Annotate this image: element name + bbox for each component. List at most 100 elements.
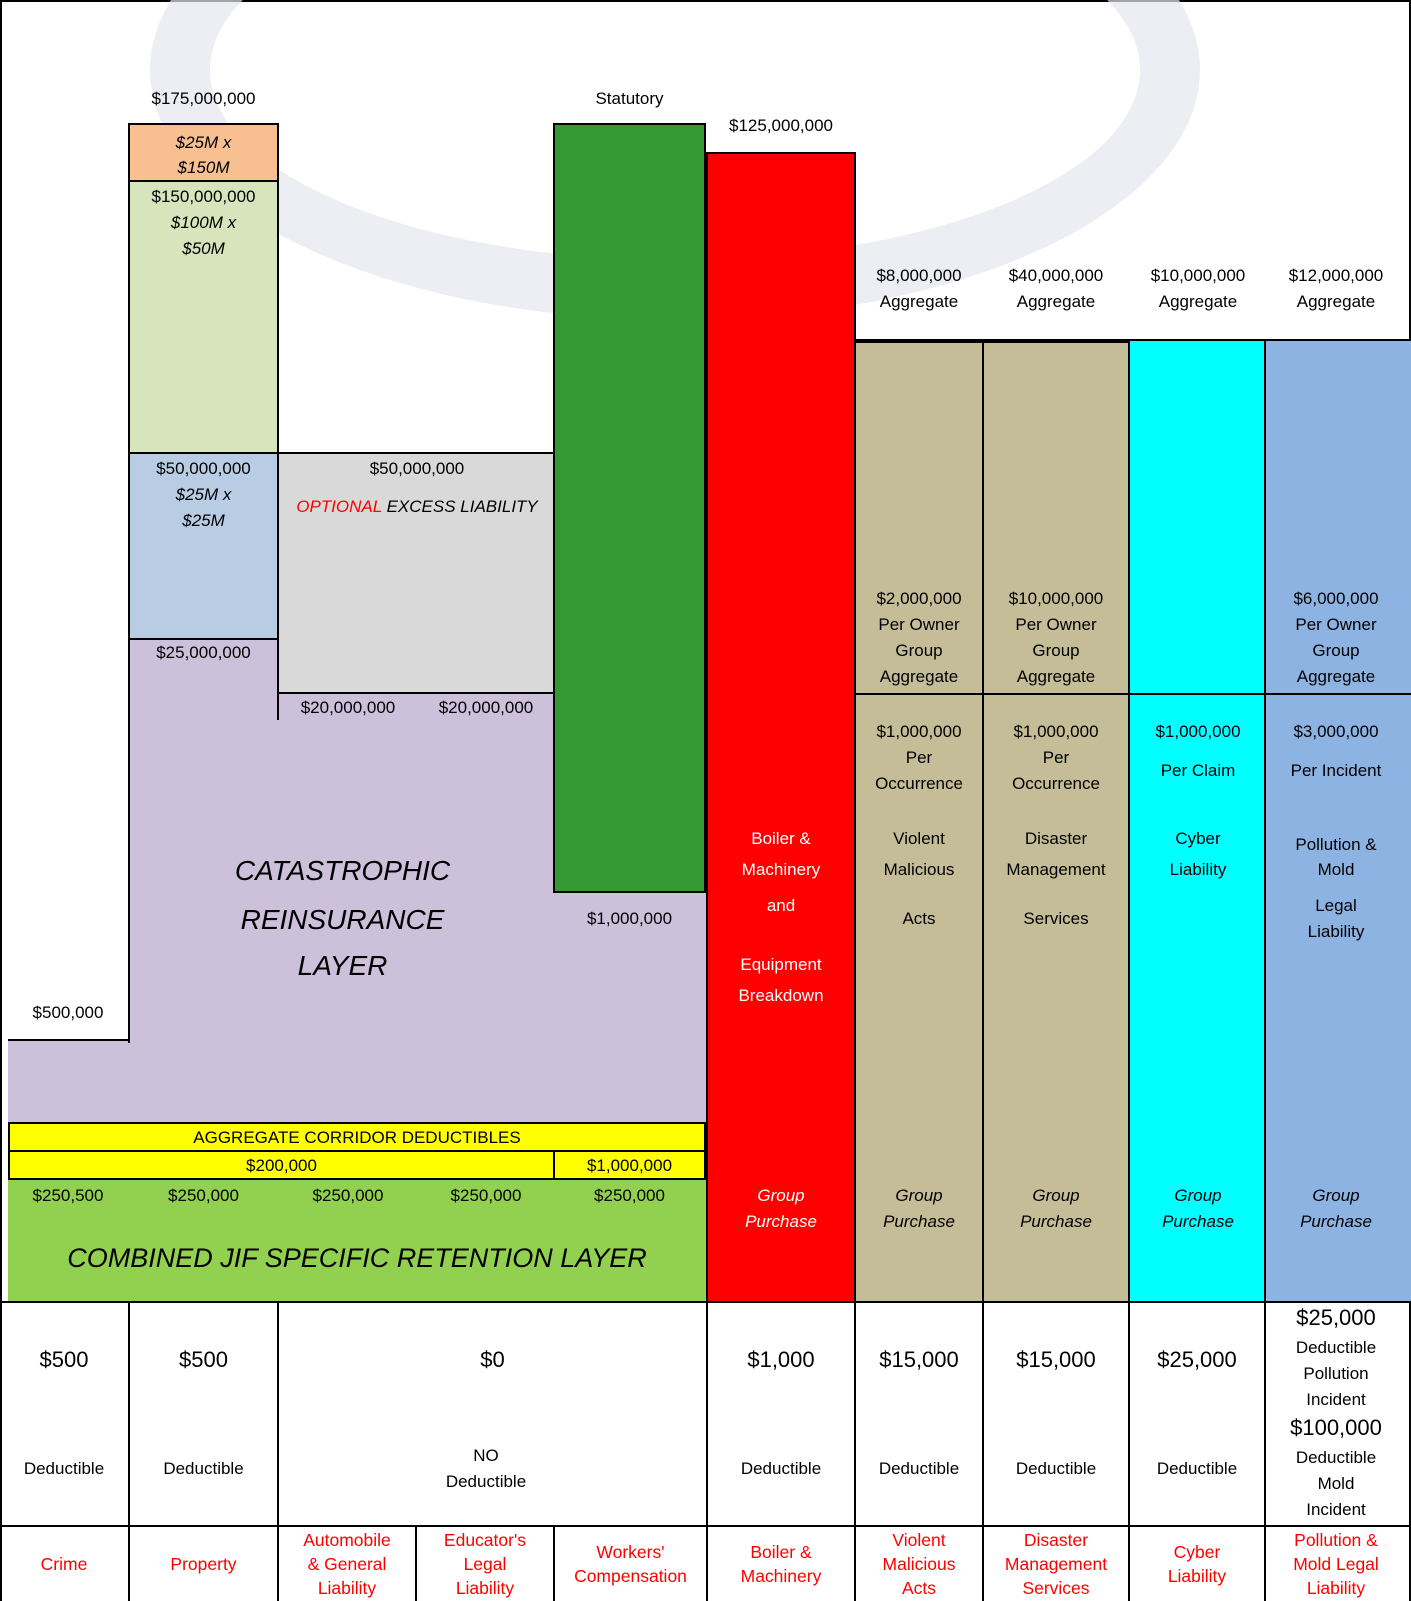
disaster-per-occ: Per bbox=[1042, 748, 1070, 767]
catastrophic-label: LAYER bbox=[297, 950, 388, 981]
disaster-group: Purchase bbox=[1020, 1212, 1092, 1231]
property-mid-layer-label: $50M bbox=[182, 239, 225, 258]
boiler-line: and bbox=[766, 896, 796, 915]
coverage-row-line bbox=[0, 1525, 1411, 1527]
violent-deductible: $15,000 bbox=[879, 1347, 959, 1372]
optional-label: OPTIONAL bbox=[296, 497, 382, 516]
retention-amount: $250,000 bbox=[168, 1186, 239, 1205]
boiler-group: Purchase bbox=[745, 1212, 817, 1231]
pollution-per-owner: Group bbox=[1312, 641, 1360, 660]
auto-attach-amount: $20,000,000 bbox=[300, 698, 396, 717]
cyber-left-line bbox=[1128, 341, 1130, 1303]
pollution-per-owner: Aggregate bbox=[1296, 667, 1376, 686]
col-divider bbox=[415, 1525, 417, 1601]
violent-per-owner: Aggregate bbox=[879, 667, 959, 686]
boiler-deductible-label: Deductible bbox=[740, 1459, 822, 1478]
mold-deductible-amount: $100,000 bbox=[1290, 1415, 1382, 1440]
property-mid-layer bbox=[128, 180, 279, 454]
violent-per-occ: Occurrence bbox=[875, 774, 963, 793]
cyber-per-claim: Per Claim bbox=[1160, 761, 1236, 780]
property-low-layer bbox=[128, 452, 279, 640]
col-divider bbox=[1264, 1301, 1266, 1601]
disaster-deductible-label: Deductible bbox=[1015, 1459, 1097, 1478]
pollution-name: Liability bbox=[1307, 922, 1365, 941]
violent-name: Violent bbox=[893, 829, 945, 848]
disaster-per-owner: Group bbox=[1032, 641, 1080, 660]
boiler-line: Machinery bbox=[741, 860, 821, 879]
cyber-deductible: $25,000 bbox=[1157, 1347, 1237, 1372]
disaster-per-occ: Occurrence bbox=[1012, 774, 1100, 793]
col-divider bbox=[854, 1301, 856, 1601]
crime-deductible-label: Deductible bbox=[23, 1459, 105, 1478]
retention-title: COMBINED JIF SPECIFIC RETENTION LAYER bbox=[67, 1243, 647, 1273]
boiler-column bbox=[706, 152, 856, 1303]
pollution-deductible-line: Deductible bbox=[1295, 1338, 1377, 1357]
violent-column bbox=[854, 341, 984, 1303]
coverage-boiler-machinery: Boiler &Machinery bbox=[740, 1542, 822, 1586]
violent-per-owner: Per Owner bbox=[878, 615, 960, 634]
violent-group: Purchase bbox=[883, 1212, 955, 1231]
disaster-per-occ: $1,000,000 bbox=[1013, 722, 1099, 741]
col-divider bbox=[128, 1301, 130, 1601]
no-deductible: NO bbox=[473, 1446, 499, 1465]
violent-name: Malicious bbox=[883, 860, 955, 879]
excess-label: OPTIONAL EXCESS LIABILITY bbox=[279, 494, 555, 520]
violent-group: Group bbox=[895, 1186, 943, 1205]
workers-comp-block bbox=[553, 123, 706, 893]
property-deductible-label: Deductible bbox=[163, 1459, 244, 1478]
disaster-deductible: $15,000 bbox=[1016, 1347, 1096, 1372]
boiler-group: Group bbox=[757, 1186, 805, 1205]
crime-top-cover bbox=[8, 636, 130, 1041]
statutory-label: Statutory bbox=[595, 89, 664, 108]
col-divider bbox=[1128, 1301, 1130, 1601]
excess-liability-label: EXCESS LIABILITY bbox=[381, 497, 538, 516]
property-mid-layer-label: $100M x bbox=[170, 213, 237, 232]
corridor-right-bar bbox=[553, 1150, 706, 1180]
property-deductible: $500 bbox=[179, 1347, 228, 1372]
property-top-layer-label: $25M x bbox=[175, 133, 232, 152]
violent-aggregate: $8,000,000 bbox=[876, 266, 962, 285]
property-base-amount: $25,000,000 bbox=[156, 643, 251, 662]
cyber-aggregate: $10,000,000 bbox=[1150, 266, 1246, 285]
property-low-layer-label: $25M bbox=[182, 511, 225, 530]
boiler-deductible: $1,000 bbox=[747, 1347, 815, 1372]
retention-amount: $250,000 bbox=[594, 1186, 665, 1205]
cyber-group: Purchase bbox=[1162, 1212, 1234, 1231]
mold-deductible-line: Deductible bbox=[1295, 1448, 1377, 1467]
pollution-per-owner: $6,000,000 bbox=[1293, 589, 1379, 608]
violent-per-owner: Group bbox=[895, 641, 943, 660]
disaster-name: Disaster bbox=[1024, 829, 1088, 848]
no-deductible: Deductible bbox=[445, 1472, 527, 1491]
mold-deductible-line: Incident bbox=[1306, 1500, 1366, 1519]
catastrophic-left-edge bbox=[128, 638, 130, 1043]
pollution-aggregate: Aggregate bbox=[1296, 292, 1376, 311]
catastrophic-label: REINSURANCE bbox=[240, 904, 445, 935]
pollution-aggregate: $12,000,000 bbox=[1288, 266, 1384, 285]
violent-name: Acts bbox=[902, 909, 936, 928]
violent-aggregate: Aggregate bbox=[879, 292, 959, 311]
cyber-group: Group bbox=[1174, 1186, 1222, 1205]
corridor-left-bar bbox=[8, 1150, 555, 1180]
disaster-per-owner: $10,000,000 bbox=[1008, 589, 1104, 608]
col-divider bbox=[706, 1301, 708, 1601]
pollution-per-incident: $3,000,000 bbox=[1293, 722, 1379, 741]
crime-limit: $500,000 bbox=[32, 1003, 104, 1022]
cyber-name: Cyber bbox=[1175, 829, 1221, 848]
excess-liability-block bbox=[279, 452, 555, 694]
boiler-line: Boiler & bbox=[751, 829, 811, 848]
pollution-left-line bbox=[1264, 341, 1266, 1303]
violent-per-occ: $1,000,000 bbox=[876, 722, 962, 741]
disaster-name: Services bbox=[1023, 909, 1089, 928]
disaster-column bbox=[982, 341, 1130, 1303]
violent-per-owner: $2,000,000 bbox=[876, 589, 962, 608]
cyber-per-claim: $1,000,000 bbox=[1155, 722, 1241, 741]
pollution-group: Group bbox=[1312, 1186, 1360, 1205]
disaster-aggregate: Aggregate bbox=[1016, 292, 1096, 311]
col-divider bbox=[982, 1301, 984, 1601]
property-mid-amount: $150,000,000 bbox=[151, 187, 256, 206]
